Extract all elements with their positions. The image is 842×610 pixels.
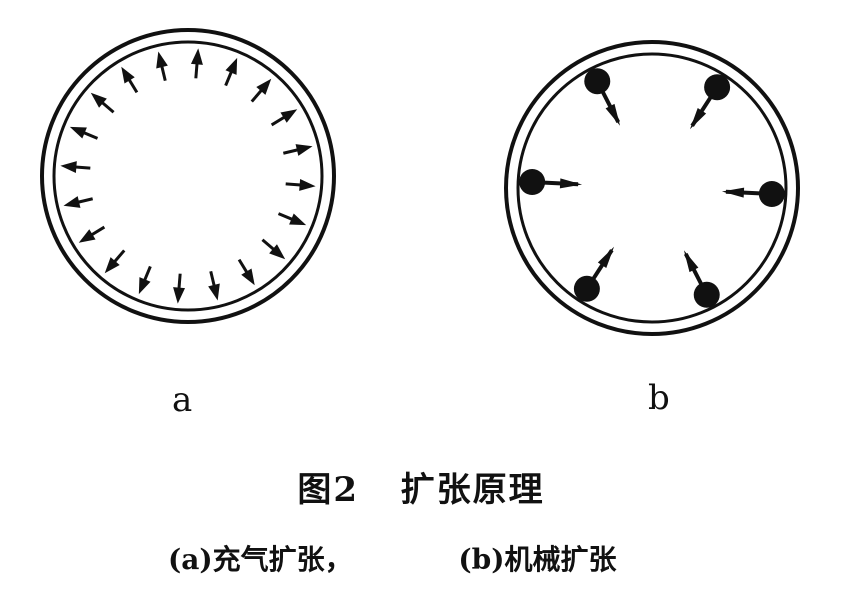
panel-a-label: a	[172, 380, 193, 420]
outward-arrow	[173, 273, 186, 304]
expansion-lobe	[519, 169, 583, 196]
outward-arrow	[270, 109, 298, 127]
outward-arrow	[60, 161, 91, 174]
inner-ring-a	[52, 40, 324, 312]
outer-ring-b	[504, 40, 800, 336]
outward-arrow	[224, 57, 238, 87]
outward-arrow	[190, 48, 203, 79]
outward-arrow	[121, 66, 139, 94]
expansion-lobe	[584, 68, 621, 126]
outward-arrow	[285, 178, 316, 191]
expansion-lobe	[683, 250, 720, 308]
panel-b-label: b	[648, 378, 670, 418]
arrows-a-group	[60, 48, 316, 304]
outward-arrow	[282, 144, 313, 156]
caption-a: (a)充气扩张，	[168, 543, 353, 576]
outward-arrow	[261, 238, 286, 260]
outward-arrow	[104, 249, 126, 274]
caption-b: (b)机械扩张	[458, 543, 617, 576]
outward-arrow	[63, 196, 94, 208]
outward-arrow	[237, 258, 255, 286]
outward-arrow	[90, 92, 115, 114]
outward-arrow	[250, 78, 272, 103]
lobes-b-group	[519, 68, 785, 308]
outer-ring-a	[40, 28, 336, 324]
outward-arrow	[138, 265, 152, 295]
outward-arrow	[156, 51, 168, 82]
expansion-lobe	[689, 74, 731, 130]
outward-arrow	[69, 126, 99, 140]
expansion-lobe	[721, 180, 785, 207]
outward-arrow	[78, 225, 106, 243]
outward-arrow	[208, 270, 220, 301]
expansion-lobe	[573, 246, 615, 302]
inner-ring-b	[516, 52, 788, 324]
figure-caption: (a)充气扩张， (b)机械扩张	[168, 538, 616, 578]
figure-title: 图2 扩张原理	[297, 470, 545, 510]
outward-arrow	[277, 212, 307, 226]
panel-b-mechanical-expansion	[504, 40, 800, 336]
panel-a-inflation-expansion	[40, 28, 336, 324]
